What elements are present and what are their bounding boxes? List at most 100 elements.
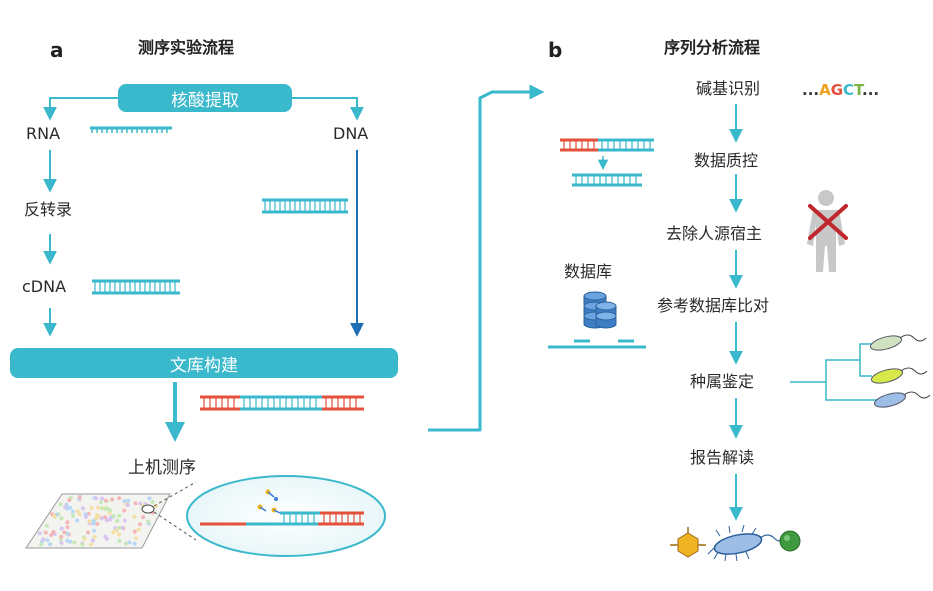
flow-cell-dot <box>114 528 119 533</box>
flow-cell-dot <box>51 530 56 534</box>
flow-cell-dot <box>104 518 109 523</box>
flow-cell-dot <box>92 528 96 533</box>
flow-cell-dot <box>103 498 108 503</box>
flow-cell-dot <box>100 496 104 501</box>
flow-cell-dot <box>99 500 104 505</box>
flow-cell-dot <box>132 529 137 534</box>
flow-cell-dot <box>59 534 64 539</box>
flow-cell-dot <box>44 523 49 528</box>
database-label: 数据库 <box>564 262 613 281</box>
flow-cell-dot <box>65 520 70 525</box>
step-database-alignment: 参考数据库比对 <box>657 296 770 315</box>
virus-icon <box>670 527 706 558</box>
flow-cell-dot <box>86 511 91 516</box>
bacterium-icon <box>707 524 787 562</box>
flow-cell-dot <box>103 534 108 539</box>
flow-cell-dot <box>67 498 72 503</box>
library-construction-box: 文库构建 <box>10 348 398 378</box>
flow-cell-dot <box>49 533 54 538</box>
flow-cell-dot <box>65 525 70 530</box>
flow-cell-dot <box>87 519 92 524</box>
nucleic-acid-extraction-box: 核酸提取 <box>118 84 292 112</box>
panel-b-letter: b <box>548 38 563 62</box>
flow-cell-dot <box>59 516 64 521</box>
flow-cell-dot <box>75 518 79 523</box>
flow-cell-dot <box>117 525 122 530</box>
flow-cell-dot <box>94 496 99 501</box>
flow-cell-dot <box>59 526 64 531</box>
flow-cell-dot <box>94 516 99 521</box>
flow-cell-dot <box>147 496 152 501</box>
flow-cell-dot <box>117 513 122 518</box>
flow-cell-dot <box>117 496 122 501</box>
step-quality-control: 数据质控 <box>694 151 759 170</box>
library-construction-label: 文库构建 <box>170 355 238 376</box>
flow-cell-dot <box>86 530 90 535</box>
step-report-interpretation: 报告解读 <box>690 448 755 467</box>
flow-cell-dot <box>122 499 127 504</box>
flow-cell-dot <box>95 521 100 526</box>
human-silhouette-icon <box>807 190 845 272</box>
qc-reads-icon <box>560 138 654 187</box>
flow-cell-dot <box>120 525 125 530</box>
flow-cell-dot <box>90 538 95 543</box>
flow-cell-dot <box>138 522 142 527</box>
nucleic-acid-extraction-label: 核酸提取 <box>171 90 239 111</box>
flow-cell-dot <box>83 515 88 519</box>
sequencing-zoom-ellipse <box>186 475 386 557</box>
step-host-removal: 去除人源宿主 <box>666 224 763 243</box>
panel-connector-arrow <box>428 84 545 432</box>
bacteria-icon <box>869 334 931 408</box>
flow-cell-dot <box>136 527 141 532</box>
flow-cell-dot <box>111 514 116 518</box>
flow-cell-dot <box>122 518 127 523</box>
flow-cell-dot <box>111 530 116 535</box>
library-fragment-icon <box>200 395 364 411</box>
nucleotide-icon <box>257 489 281 514</box>
flow-cell-dot <box>48 542 53 547</box>
flow-cell-dot <box>77 512 82 517</box>
phylogenetic-tree-icon <box>790 343 880 401</box>
flow-cell-dot <box>146 519 151 524</box>
flow-cell-dot <box>89 506 94 511</box>
flow-cell-dot <box>80 506 85 511</box>
flow-cell-icon <box>25 481 197 549</box>
flow-cell-dot <box>103 507 108 511</box>
flow-cell-dot <box>58 502 63 507</box>
flow-cell-dot <box>45 538 50 543</box>
flow-cell-dot <box>75 509 80 514</box>
flow-cell-dot <box>77 495 82 499</box>
panel-a-title: 测序实验流程 <box>138 38 235 57</box>
flow-cell-dot <box>37 531 42 536</box>
flow-cell-dot <box>91 521 96 526</box>
flow-cell-dot <box>122 508 127 513</box>
flow-cell-dot <box>59 540 64 545</box>
flow-cell-dot <box>125 503 130 508</box>
flow-cell-dot <box>72 540 77 545</box>
flow-cell-dot <box>127 540 132 545</box>
flow-cell-dot <box>96 505 100 510</box>
flow-cell-dot <box>110 497 115 502</box>
flow-cell-dot <box>141 515 146 519</box>
flow-cell-dot <box>68 505 72 510</box>
base-sequence: ...AGCT... <box>802 81 880 99</box>
cdna-double-strand-icon <box>92 279 180 295</box>
flow-cell-dot <box>126 498 131 503</box>
rna-label: RNA <box>26 124 61 143</box>
flow-cell-dot <box>92 534 97 539</box>
step-species-identification: 种属鉴定 <box>690 372 755 391</box>
flow-cell-dot <box>133 501 138 506</box>
flow-cell-dot <box>39 542 44 547</box>
dna-double-strand-icon <box>262 198 348 214</box>
flow-cell-dot <box>123 541 128 546</box>
rna-strand-icon <box>90 126 172 133</box>
flow-cell-dot <box>89 542 93 547</box>
flow-cell-dot <box>41 537 46 542</box>
flow-cell-dot <box>134 536 139 541</box>
flow-cell-dot <box>52 513 57 518</box>
flow-cell-dot <box>132 514 137 519</box>
flow-cell-dot <box>80 542 85 547</box>
flow-cell-dot <box>63 505 68 510</box>
